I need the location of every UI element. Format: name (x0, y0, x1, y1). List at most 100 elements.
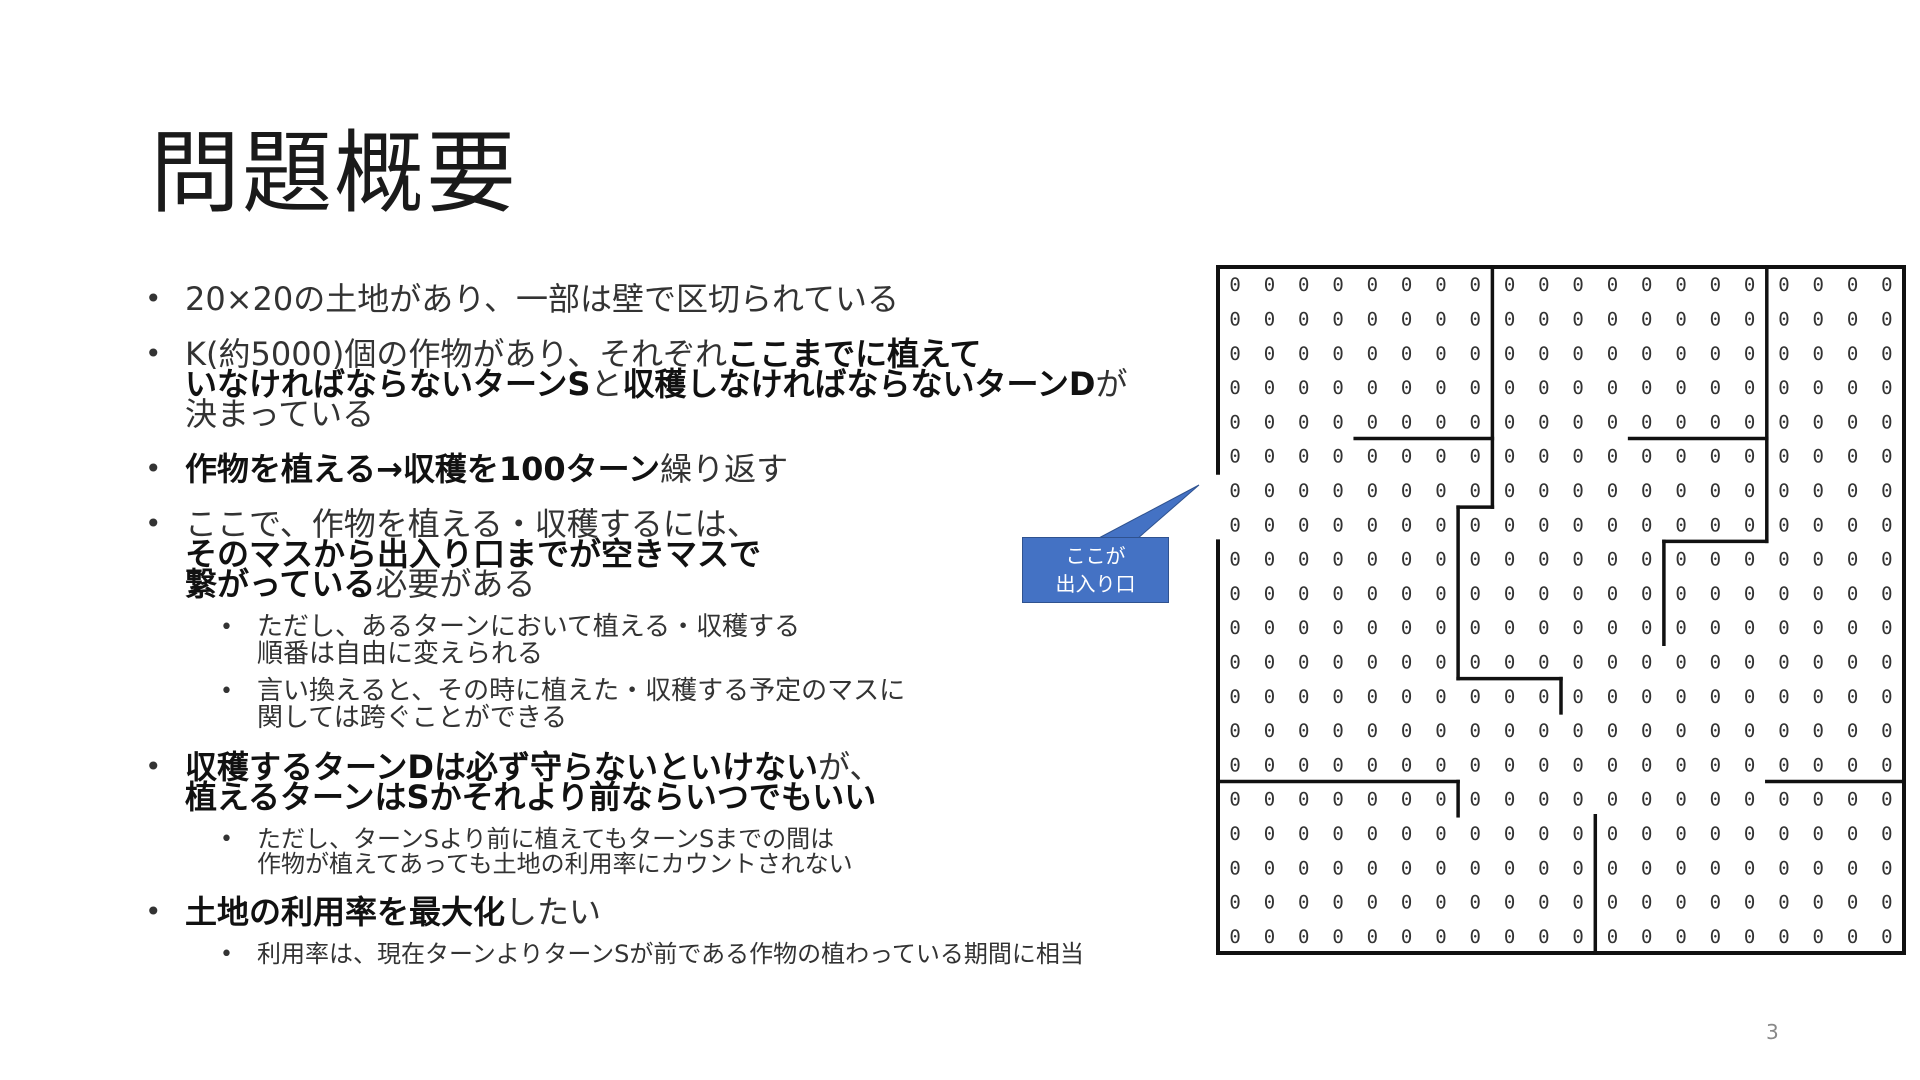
grid-cell: 0 (1710, 274, 1721, 296)
grid-cell: 0 (1264, 823, 1275, 845)
grid-cell: 0 (1710, 411, 1721, 433)
grid-cell: 0 (1332, 686, 1343, 708)
grid-cell: 0 (1401, 857, 1412, 879)
grid-cell: 0 (1710, 446, 1721, 468)
grid-cell: 0 (1229, 754, 1240, 776)
grid-cell: 0 (1710, 514, 1721, 536)
grid-cell: 0 (1538, 274, 1549, 296)
grid-cell: 0 (1847, 892, 1858, 914)
grid-cell: 0 (1778, 274, 1789, 296)
grid-cell: 0 (1435, 274, 1446, 296)
grid-cell: 0 (1367, 583, 1378, 605)
grid-cell: 0 (1778, 651, 1789, 673)
grid-cell: 0 (1744, 343, 1755, 365)
grid-cell: 0 (1881, 549, 1892, 571)
grid-cell: 0 (1332, 480, 1343, 502)
grid-cell: 0 (1504, 274, 1515, 296)
grid-cell: 0 (1298, 446, 1309, 468)
grid-cell: 0 (1744, 720, 1755, 742)
grid-cell: 0 (1332, 549, 1343, 571)
grid-cell: 0 (1229, 651, 1240, 673)
grid-cell: 0 (1504, 857, 1515, 879)
grid-cell: 0 (1847, 377, 1858, 399)
grid-cell: 0 (1607, 514, 1618, 536)
grid-cell: 0 (1435, 480, 1446, 502)
grid-cell: 0 (1470, 549, 1481, 571)
grid-cell: 0 (1778, 617, 1789, 639)
grid-cell: 0 (1813, 308, 1824, 330)
grid-cell: 0 (1847, 274, 1858, 296)
grid-cell: 0 (1401, 308, 1412, 330)
grid-cell: 0 (1813, 446, 1824, 468)
grid-cell: 0 (1607, 274, 1618, 296)
grid-cell: 0 (1435, 446, 1446, 468)
grid-cell: 0 (1367, 617, 1378, 639)
grid-cell: 0 (1572, 274, 1583, 296)
grid-cell: 0 (1607, 651, 1618, 673)
grid-cell: 0 (1332, 892, 1343, 914)
grid-cell: 0 (1264, 549, 1275, 571)
grid-cell: 0 (1675, 823, 1686, 845)
grid-cell: 0 (1401, 754, 1412, 776)
grid-cell: 0 (1298, 789, 1309, 811)
grid-cell: 0 (1675, 308, 1686, 330)
bullet-crops: K(約5000)個の作物があり、それぞれここまでに植えて いなければならないター… (145, 338, 1195, 430)
grid-cell: 0 (1401, 343, 1412, 365)
grid-cell: 0 (1744, 857, 1755, 879)
grid-cell: 0 (1778, 789, 1789, 811)
grid-cell: 0 (1778, 308, 1789, 330)
grid-cell: 0 (1264, 480, 1275, 502)
grid-cell: 0 (1778, 823, 1789, 845)
grid-cell: 0 (1572, 686, 1583, 708)
grid-cell: 0 (1401, 926, 1412, 948)
grid-cell: 0 (1332, 720, 1343, 742)
grid-cell: 0 (1778, 892, 1789, 914)
grid-cell: 0 (1367, 274, 1378, 296)
grid-cell: 0 (1881, 583, 1892, 605)
grid-cell: 0 (1607, 343, 1618, 365)
grid-cell: 0 (1641, 308, 1652, 330)
grid-cell: 0 (1367, 446, 1378, 468)
grid-cell: 0 (1332, 446, 1343, 468)
grid-cell: 0 (1881, 651, 1892, 673)
grid-cell: 0 (1229, 377, 1240, 399)
grid-cell: 0 (1504, 686, 1515, 708)
grid-cell: 0 (1847, 343, 1858, 365)
grid-cell: 0 (1298, 343, 1309, 365)
grid-cell: 0 (1470, 583, 1481, 605)
grid-cell: 0 (1435, 549, 1446, 571)
page-number: 3 (1766, 1020, 1779, 1044)
grid-cell: 0 (1847, 686, 1858, 708)
grid-cell: 0 (1641, 446, 1652, 468)
grid-cell: 0 (1435, 583, 1446, 605)
grid-cell: 0 (1847, 926, 1858, 948)
grid-cell: 0 (1847, 411, 1858, 433)
grid-cell: 0 (1572, 514, 1583, 536)
grid-cell: 0 (1572, 308, 1583, 330)
grid-cell: 0 (1675, 892, 1686, 914)
grid-cell: 0 (1367, 480, 1378, 502)
grid-cell: 0 (1229, 308, 1240, 330)
grid-cell: 0 (1847, 617, 1858, 639)
grid-cell: 0 (1710, 720, 1721, 742)
grid-cell: 0 (1332, 617, 1343, 639)
grid-cell: 0 (1710, 308, 1721, 330)
grid-cell: 0 (1264, 411, 1275, 433)
grid-cell: 0 (1881, 823, 1892, 845)
grid-cell: 0 (1572, 377, 1583, 399)
subbullet-order: ただし、あるターンにおいて植える・収穫する 順番は自由に変えられる (145, 614, 1195, 668)
grid-cell: 0 (1332, 411, 1343, 433)
grid-cell: 0 (1538, 446, 1549, 468)
grid-cell: 0 (1229, 823, 1240, 845)
grid-cell: 0 (1881, 446, 1892, 468)
grid-cell: 0 (1641, 651, 1652, 673)
grid-cell: 0 (1572, 754, 1583, 776)
grid-cell: 0 (1641, 892, 1652, 914)
grid-cell: 0 (1778, 583, 1789, 605)
grid-cell: 0 (1572, 480, 1583, 502)
grid-cell: 0 (1675, 651, 1686, 673)
grid-cell: 0 (1641, 686, 1652, 708)
grid-cell: 0 (1264, 651, 1275, 673)
grid-cell: 0 (1710, 754, 1721, 776)
grid-cell: 0 (1641, 549, 1652, 571)
